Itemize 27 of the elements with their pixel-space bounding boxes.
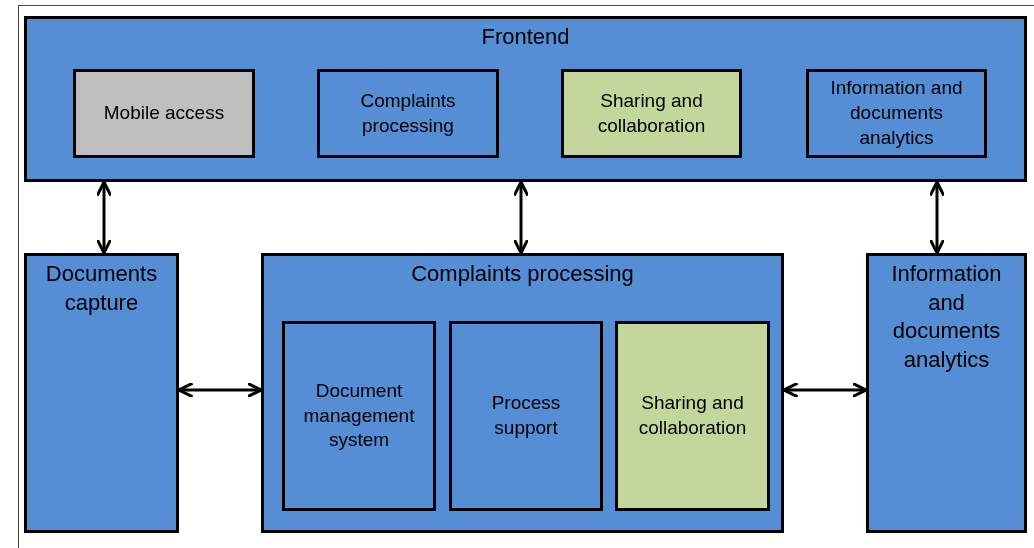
process-box — [317, 69, 499, 158]
box-label: Document management system — [302, 378, 416, 453]
process-box — [806, 69, 987, 158]
box-label: Sharing and collaboration — [637, 391, 748, 440]
box-label: Mobile access — [103, 101, 225, 126]
box-label: Sharing and collaboration — [596, 88, 707, 138]
double-arrow — [177, 381, 263, 399]
process-box — [24, 16, 1027, 182]
box-label: Information and documents analytics — [829, 76, 964, 150]
double-arrow — [512, 180, 530, 255]
process-box — [282, 321, 436, 511]
process-box — [24, 253, 179, 533]
process-box — [449, 321, 603, 511]
process-box — [615, 321, 770, 511]
process-box — [261, 253, 784, 533]
double-arrow — [95, 180, 113, 255]
box-label: Complaints processing — [411, 260, 634, 288]
process-box — [866, 253, 1027, 533]
box-label: Documents capture — [44, 260, 159, 317]
double-arrow — [782, 381, 868, 399]
box-label: Complaints processing — [359, 88, 457, 138]
box-label: Frontend — [481, 23, 570, 51]
process-box — [561, 69, 742, 158]
box-label: Information and documents analytics — [890, 260, 1003, 374]
box-label: Process support — [490, 391, 562, 440]
process-box — [73, 69, 255, 158]
double-arrow — [928, 180, 946, 255]
